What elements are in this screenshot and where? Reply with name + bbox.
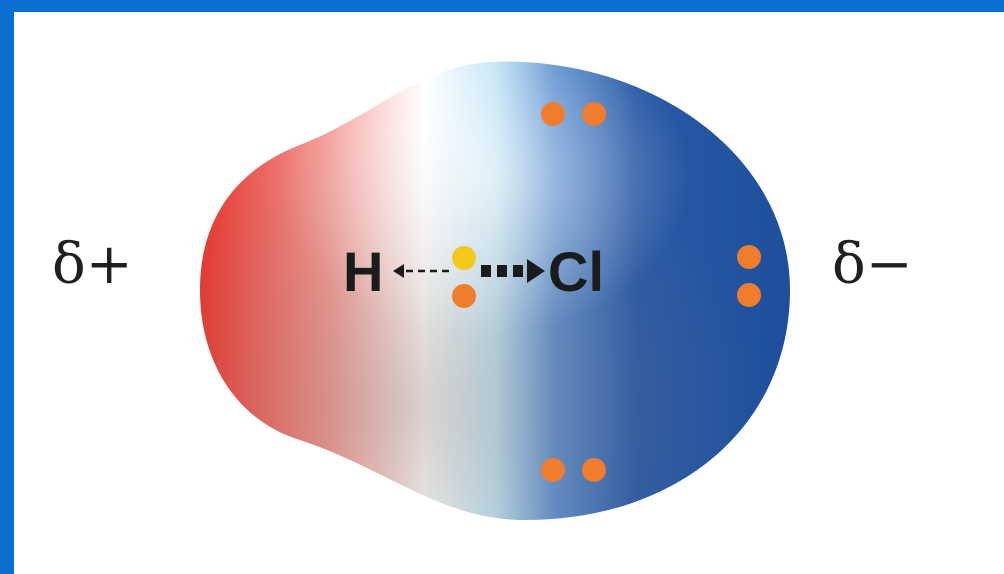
chlorine-atom-label: Cl [548, 240, 604, 303]
lone-pair-bottom [541, 458, 606, 482]
cloud-highlight [200, 61, 790, 520]
hydrogen-atom-label: H [343, 240, 384, 303]
partial-positive-label: δ+ [52, 232, 133, 297]
bond-electron-orange [452, 284, 476, 308]
partial-negative-label: δ− [832, 232, 913, 297]
arrow-to-cl [481, 259, 545, 283]
lone-pair-top [541, 102, 606, 126]
arrow-to-h [393, 264, 452, 278]
bond-electron-yellow [452, 246, 476, 270]
lone-pair-right [737, 245, 761, 307]
